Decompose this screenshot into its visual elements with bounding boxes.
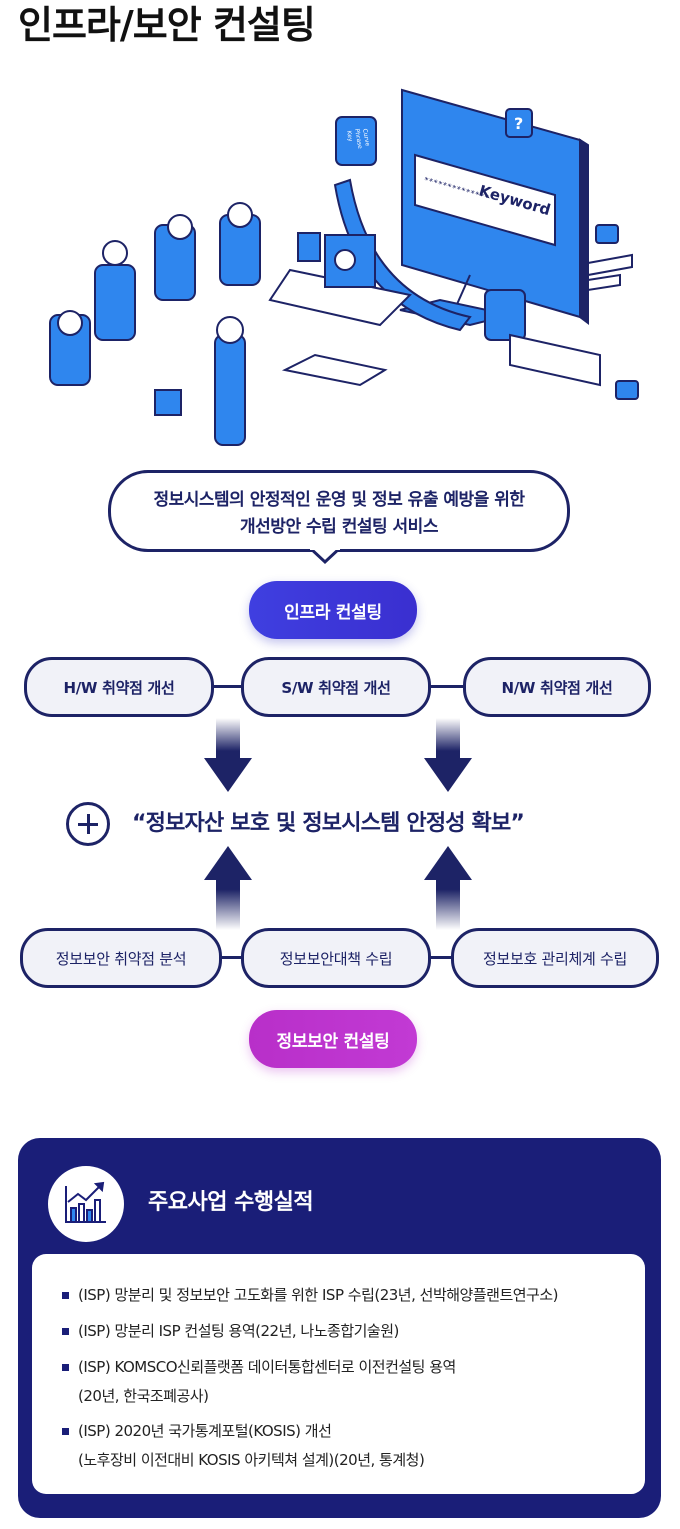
security-consulting-badge: 정보보안 컨설팅 — [249, 1010, 417, 1068]
list-item-line: (ISP) 망분리 및 정보보안 고도화를 위한 ISP 수립(23년, 선박해… — [78, 1286, 559, 1304]
note-text-2: Phrase — [353, 128, 363, 150]
consulting-illustration: Keyword ************** Key Phrase Curve … — [49, 88, 639, 446]
bullet-icon — [62, 1428, 69, 1435]
achievements-panel: 주요사업 수행실적 (ISP) 망분리 및 정보보안 고도화를 위한 ISP 수… — [18, 1138, 661, 1518]
sw-vulnerability-item: S/W 취약점 개선 — [241, 657, 431, 717]
security-vulnerability-analysis: 정보보안 취약점 분석 — [20, 928, 222, 988]
goal-headline: “정보자산 보호 및 정보시스템 안정성 확보” — [132, 811, 525, 836]
security-management-system: 정보보호 관리체계 수립 — [451, 928, 659, 988]
achievements-list: (ISP) 망분리 및 정보보안 고도화를 위한 ISP 수립(23년, 선박해… — [32, 1254, 645, 1494]
list-item-line: (ISP) KOMSCO신뢰플랫폼 데이터통합센터로 이전컨설팅 용역 — [78, 1358, 456, 1376]
service-bubble: 정보시스템의 안정적인 운영 및 정보 유출 예방을 위한 개선방안 수립 컨설… — [108, 470, 570, 552]
plus-icon — [66, 802, 110, 846]
bullet-icon — [62, 1292, 69, 1299]
infra-consulting-badge: 인프라 컨설팅 — [249, 581, 417, 639]
chart-icon — [48, 1166, 124, 1242]
note-text-3: Curve — [361, 128, 371, 147]
achievements-title: 주요사업 수행실적 — [148, 1190, 314, 1215]
security-countermeasure-plan: 정보보안대책 수립 — [241, 928, 431, 988]
bubble-line-1: 정보시스템의 안정적인 운영 및 정보 유출 예방을 위한 — [153, 490, 525, 510]
list-item-line-2: (20년, 한국조폐공사) — [78, 1387, 209, 1405]
bubble-line-2: 개선방안 수립 컨설팅 서비스 — [240, 517, 438, 537]
up-arrow-icon — [424, 846, 472, 930]
bubble-tail — [310, 548, 340, 565]
list-item-line: (ISP) 망분리 ISP 컨설팅 용역(22년, 나노종합기술원) — [78, 1322, 399, 1340]
note-text-1: Key — [345, 130, 354, 142]
bullet-icon — [62, 1364, 69, 1371]
question-icon: ? — [514, 114, 523, 133]
down-arrow-icon — [424, 718, 472, 792]
list-item-line-2: (노후장비 이전대비 KOSIS 아키텍쳐 설계)(20년, 통계청) — [78, 1451, 425, 1469]
list-item-line: (ISP) 2020년 국가통계포털(KOSIS) 개선 — [78, 1422, 332, 1440]
hw-vulnerability-item: H/W 취약점 개선 — [24, 657, 214, 717]
down-arrow-icon — [204, 718, 252, 792]
bullet-icon — [62, 1328, 69, 1335]
up-arrow-icon — [204, 846, 252, 930]
nw-vulnerability-item: N/W 취약점 개선 — [463, 657, 651, 717]
page-title: 인프라/보안 컨설팅 — [18, 3, 316, 47]
